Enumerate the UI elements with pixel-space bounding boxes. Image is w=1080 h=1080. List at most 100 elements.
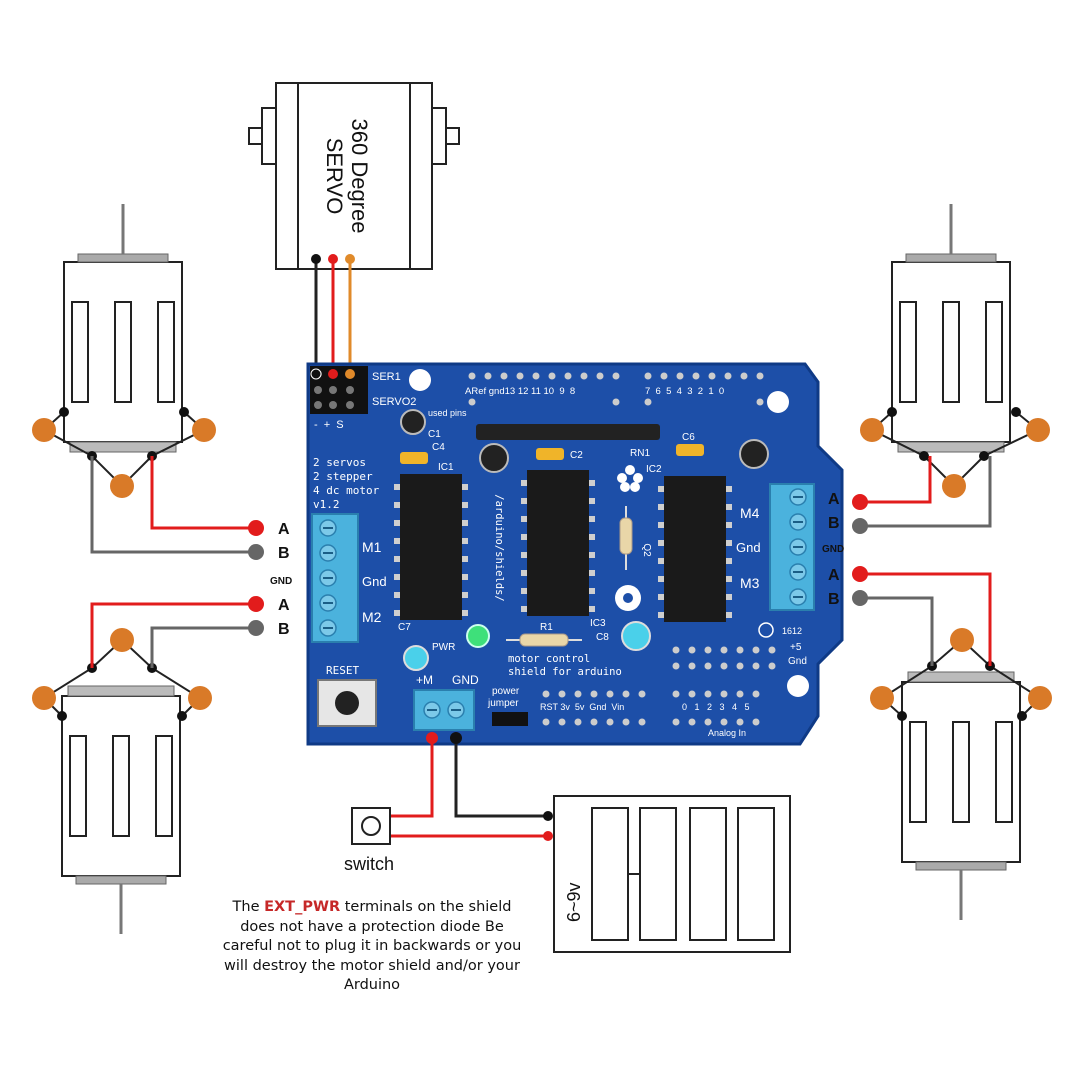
- m3-label: M3: [740, 575, 760, 591]
- dc-motor-top-left: [32, 202, 216, 498]
- brand-line-1: motor control: [508, 653, 590, 665]
- cap-c8-label: C8: [596, 632, 609, 643]
- open-hardware-gear-logo: [615, 585, 641, 611]
- motor-tab: [32, 418, 56, 442]
- servo2-header-label: SERVO2: [372, 396, 416, 408]
- left-terminal-gnd: GND: [270, 576, 292, 587]
- digital-pins-left-label: ARef gnd13 12 11 10 9 8: [465, 386, 575, 397]
- ic2-label: IC2: [646, 464, 662, 475]
- cap-c4-label: C4: [432, 442, 445, 453]
- r1-label: R1: [540, 622, 553, 633]
- plus5-label: +5: [790, 642, 802, 653]
- ext-plus-m-label: +M: [416, 673, 433, 687]
- motor-tab: [1028, 686, 1052, 710]
- motor-tab: [32, 686, 56, 710]
- capacitors: [400, 409, 769, 671]
- servo-polarity-label: - + S: [314, 419, 344, 431]
- battery-pack: [553, 795, 791, 953]
- right-terminal-a-top: A: [828, 491, 840, 508]
- power-header: [542, 690, 646, 726]
- gnd-right-label: Gnd: [788, 656, 807, 667]
- feature-line-2: 2 stepper: [313, 470, 373, 483]
- digital-pins-right-label: 7 6 5 4 3 2 1 0: [645, 386, 724, 397]
- servo1-header-label: SER1: [372, 371, 401, 383]
- right-terminal-b-bottom: B: [828, 591, 840, 608]
- dc-motor-bottom-right: [870, 628, 1052, 922]
- right-terminal-a-bottom: A: [828, 567, 840, 584]
- battery-voltage-label: 6~9v: [564, 882, 584, 922]
- feature-line-1: 2 servos: [313, 456, 366, 469]
- motor-tab: [110, 474, 134, 498]
- ic-chips: [394, 470, 732, 622]
- warning-highlight: EXT_PWR: [264, 899, 341, 915]
- ic3-label: IC3: [590, 618, 606, 629]
- cap-c6-label: C6: [682, 432, 695, 443]
- analog-pin-numbers: 0 1 2 3 4 5: [682, 702, 750, 712]
- analog-in-label: Analog In: [708, 728, 746, 738]
- power-jumper[interactable]: [492, 712, 528, 726]
- servo-headers: [310, 366, 368, 414]
- feature-line-3: 4 dc motor: [313, 484, 380, 497]
- dc-motor-bottom-left: [32, 628, 212, 936]
- servo-label-line1: 360 Degree: [347, 119, 372, 234]
- rn1-resistor-network: [476, 424, 660, 440]
- version-code: 1612: [782, 626, 802, 636]
- motor-tab: [1026, 418, 1050, 442]
- motor-tab: [950, 628, 974, 652]
- left-terminal-a-bottom: A: [278, 597, 290, 614]
- reset-button[interactable]: [317, 679, 377, 727]
- servo-label-line2: SERVO: [322, 138, 347, 215]
- dc-motor-top-right: [860, 202, 1050, 498]
- power-pins-label: RST 3v 5v Gnd Vin: [540, 702, 624, 712]
- resistor-r1: [506, 633, 582, 647]
- ext-power-warning: The EXT_PWR terminals on the shield does…: [222, 898, 522, 996]
- power-led: [466, 624, 490, 648]
- feature-line-4: v1.2: [313, 498, 340, 511]
- shield-url-vertical: /arduino/shields/: [493, 494, 505, 601]
- warning-prefix: The: [232, 899, 260, 915]
- power-switch[interactable]: [351, 807, 391, 845]
- ul-logo: [758, 622, 774, 638]
- ext-gnd-label: GND: [452, 673, 479, 687]
- cap-c7-label: C7: [398, 622, 411, 633]
- motor-shield-board: SER1 SERVO2 - + S 2 servos 2 stepper 4 d…: [306, 362, 844, 746]
- m3-m4-terminal-block: [769, 483, 815, 611]
- cap-c1-label: C1: [428, 429, 441, 440]
- motor-tab: [860, 418, 884, 442]
- brand-line-2: shield for arduino: [508, 666, 622, 678]
- m2-label: M2: [362, 609, 382, 625]
- rn1-label: RN1: [630, 448, 650, 459]
- cap-c2-label: C2: [570, 450, 583, 461]
- ic1-label: IC1: [438, 462, 454, 473]
- left-terminal-a-top: A: [278, 521, 290, 538]
- power-led-label: PWR: [432, 642, 455, 653]
- left-terminal-b-bottom: B: [278, 621, 290, 638]
- analog-header: [672, 646, 776, 726]
- wire-endpoints: [248, 494, 868, 636]
- right-terminal-b-top: B: [828, 515, 840, 532]
- motor-tab: [192, 418, 216, 442]
- servo-motor: 360 Degree SERVO: [248, 82, 460, 374]
- power-wires: [390, 736, 548, 838]
- motor-tab: [870, 686, 894, 710]
- m1-m2-gnd-label: Gnd: [362, 574, 387, 589]
- adafruit-flower-logo: [617, 465, 643, 492]
- warning-rest: terminals on the shield does not have a …: [222, 899, 522, 993]
- m1-m2-terminal-block: [311, 513, 359, 643]
- power-jumper-line-1: power: [492, 686, 520, 697]
- left-terminal-b-top: B: [278, 545, 290, 562]
- resistor-r2: [619, 506, 633, 570]
- used-pins-label: used pins: [428, 408, 467, 418]
- q2-label: Q2: [641, 543, 652, 557]
- power-jumper-line-2: jumper: [487, 698, 519, 709]
- m3-m4-gnd-label: Gnd: [736, 540, 761, 555]
- motor-tab: [942, 474, 966, 498]
- right-terminal-gnd: GND: [822, 544, 844, 555]
- switch-label: switch: [344, 854, 394, 874]
- reset-label: RESET: [326, 664, 359, 677]
- motor-wires: [90, 456, 992, 668]
- ext-power-terminal: [413, 689, 475, 731]
- motor-tab: [188, 686, 212, 710]
- m1-label: M1: [362, 539, 382, 555]
